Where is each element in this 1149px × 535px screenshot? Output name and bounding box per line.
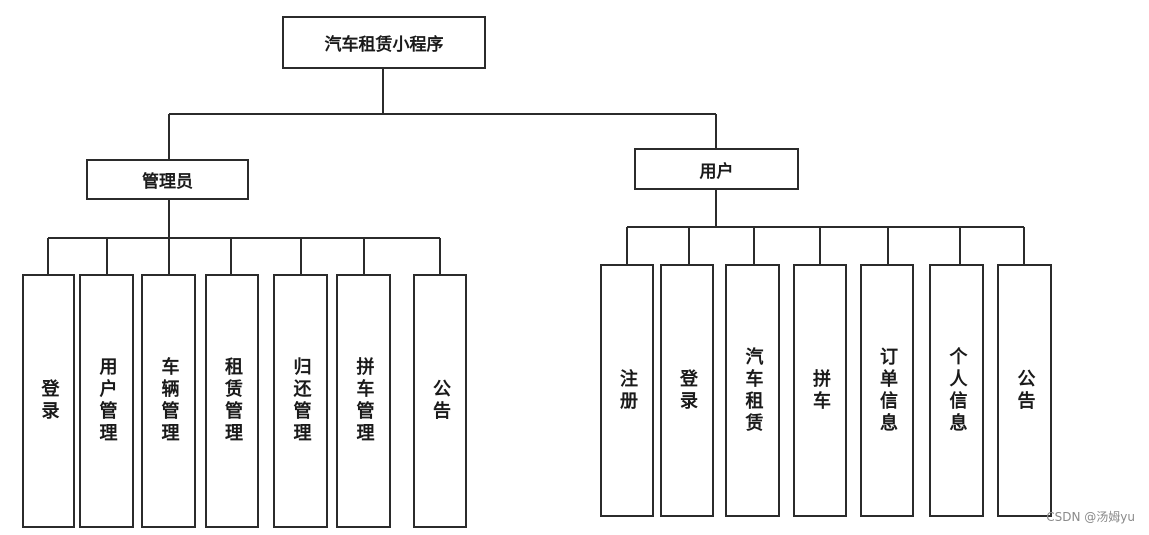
admin-child-vehicle-management: 车辆管理 xyxy=(141,274,196,528)
user-child-personal-info: 个人信息 xyxy=(929,264,984,517)
user-child-label: 拼车 xyxy=(810,368,831,413)
admin-child-label: 租赁管理 xyxy=(222,357,243,445)
user-label: 用户 xyxy=(699,161,734,182)
admin-child-user-management: 用户管理 xyxy=(79,274,134,528)
admin-child-login: 登录 xyxy=(22,274,75,528)
user-child-label: 个人信息 xyxy=(946,346,968,435)
user-child-label: 公告 xyxy=(1014,368,1036,413)
user-child-label: 注册 xyxy=(617,368,638,413)
admin-child-return-management: 归还管理 xyxy=(273,274,328,528)
admin-child-label: 登录 xyxy=(38,379,60,423)
user-child-car-rental: 汽车租赁 xyxy=(725,264,780,517)
watermark-text: CSDN @汤姆yu xyxy=(1046,510,1135,524)
user-child-label: 登录 xyxy=(677,368,698,413)
user-child-label: 订单信息 xyxy=(877,346,898,435)
admin-child-label: 拼车管理 xyxy=(353,357,375,445)
user-child-order-info: 订单信息 xyxy=(860,264,914,517)
root-node: 汽车租赁小程序 xyxy=(282,16,486,69)
admin-child-carpool-management: 拼车管理 xyxy=(336,274,391,528)
admin-label: 管理员 xyxy=(142,172,193,192)
root-label: 汽车租赁小程序 xyxy=(324,35,444,55)
user-child-register: 注册 xyxy=(600,264,654,517)
admin-child-announcement: 公告 xyxy=(413,274,467,528)
admin-child-label: 归还管理 xyxy=(290,357,312,445)
admin-child-label: 车辆管理 xyxy=(158,357,180,445)
admin-child-label: 用户管理 xyxy=(96,357,118,445)
user-node: 用户 xyxy=(634,148,799,190)
user-child-carpool: 拼车 xyxy=(793,264,847,517)
user-child-login: 登录 xyxy=(660,264,714,517)
user-child-announcement: 公告 xyxy=(997,264,1052,517)
admin-child-label: 公告 xyxy=(430,379,451,423)
admin-node: 管理员 xyxy=(86,159,249,200)
user-child-label: 汽车租赁 xyxy=(742,346,764,435)
admin-child-rental-management: 租赁管理 xyxy=(205,274,259,528)
